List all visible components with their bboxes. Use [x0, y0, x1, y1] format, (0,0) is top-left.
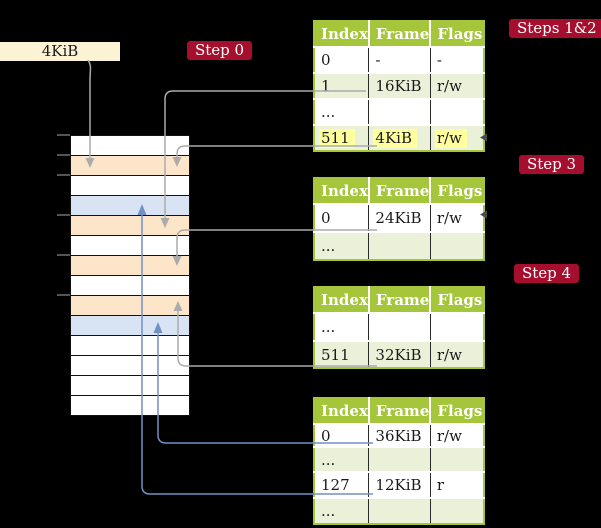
frame-size-label: 4KiB: [0, 42, 120, 61]
step-4-badge: Step 4: [514, 264, 580, 283]
memory-frame-row: [71, 316, 189, 336]
steps-1-2-badge: Steps 1&2: [509, 19, 601, 38]
memory-frame-row: [71, 216, 189, 236]
highlighted-cell: 511: [319, 129, 355, 148]
memory-frame-row: [71, 136, 189, 156]
memory-frame-row: [71, 236, 189, 256]
table-row: 127 12KiB r: [314, 472, 485, 499]
memory-frame-row: [71, 196, 189, 216]
col-frame: Frame: [368, 178, 432, 205]
col-index: Index: [314, 178, 370, 205]
table-header-row: Index Frame Flags: [314, 398, 485, 425]
col-frame: Frame: [368, 21, 432, 48]
col-index: Index: [314, 21, 370, 48]
physical-memory-column: [70, 135, 190, 416]
table-row: 511 32KiB r/w: [314, 341, 485, 368]
memory-frame-row: [71, 256, 189, 276]
memory-frame-row: [71, 356, 189, 376]
highlighted-cell: 4KiB: [373, 129, 417, 148]
memory-frame-row: [71, 376, 189, 396]
memory-frame-row: [71, 396, 189, 415]
col-index: Index: [314, 287, 370, 314]
col-flags: Flags: [430, 21, 485, 48]
table-row: ...: [314, 313, 485, 342]
col-frame: Frame: [368, 398, 432, 425]
table-header-row: Index Frame Flags: [314, 287, 485, 314]
table-row: 1 16KiB r/w: [314, 73, 485, 100]
page-table-1: Index Frame Flags 0 - - 1 16KiB r/w ... …: [313, 20, 486, 152]
table-header-row: Index Frame Flags: [314, 178, 485, 205]
memory-frame-row: [71, 156, 189, 176]
page-table-2: Index Frame Flags 0 24KiB r/w ...: [313, 177, 486, 261]
col-flags: Flags: [430, 178, 485, 205]
table-row: ...: [314, 447, 485, 473]
step-3-badge: Step 3: [519, 155, 585, 174]
page-table-3: Index Frame Flags ... 511 32KiB r/w: [313, 286, 486, 369]
col-flags: Flags: [430, 398, 485, 425]
memory-frame-row: [71, 296, 189, 316]
memory-frame-row: [71, 336, 189, 356]
table-row: 0 36KiB r/w: [314, 424, 485, 448]
memory-frame-row: [71, 176, 189, 196]
step-0-badge: Step 0: [187, 41, 253, 60]
table-row: ...: [314, 498, 485, 524]
table-row: 0 - -: [314, 47, 485, 74]
table-row: ...: [314, 99, 485, 126]
highlighted-cell: r/w: [434, 129, 467, 148]
table-row-highlighted: 511 4KiB r/w: [314, 125, 485, 151]
memory-frame-row: [71, 276, 189, 296]
col-flags: Flags: [430, 287, 485, 314]
col-frame: Frame: [368, 287, 432, 314]
memory-address-ticks: [57, 134, 70, 296]
table-row: ...: [314, 232, 485, 260]
table-row: 0 24KiB r/w: [314, 204, 485, 233]
col-index: Index: [314, 398, 370, 425]
page-table-4: Index Frame Flags 0 36KiB r/w ... 127 12…: [313, 397, 486, 525]
table-header-row: Index Frame Flags: [314, 21, 485, 48]
